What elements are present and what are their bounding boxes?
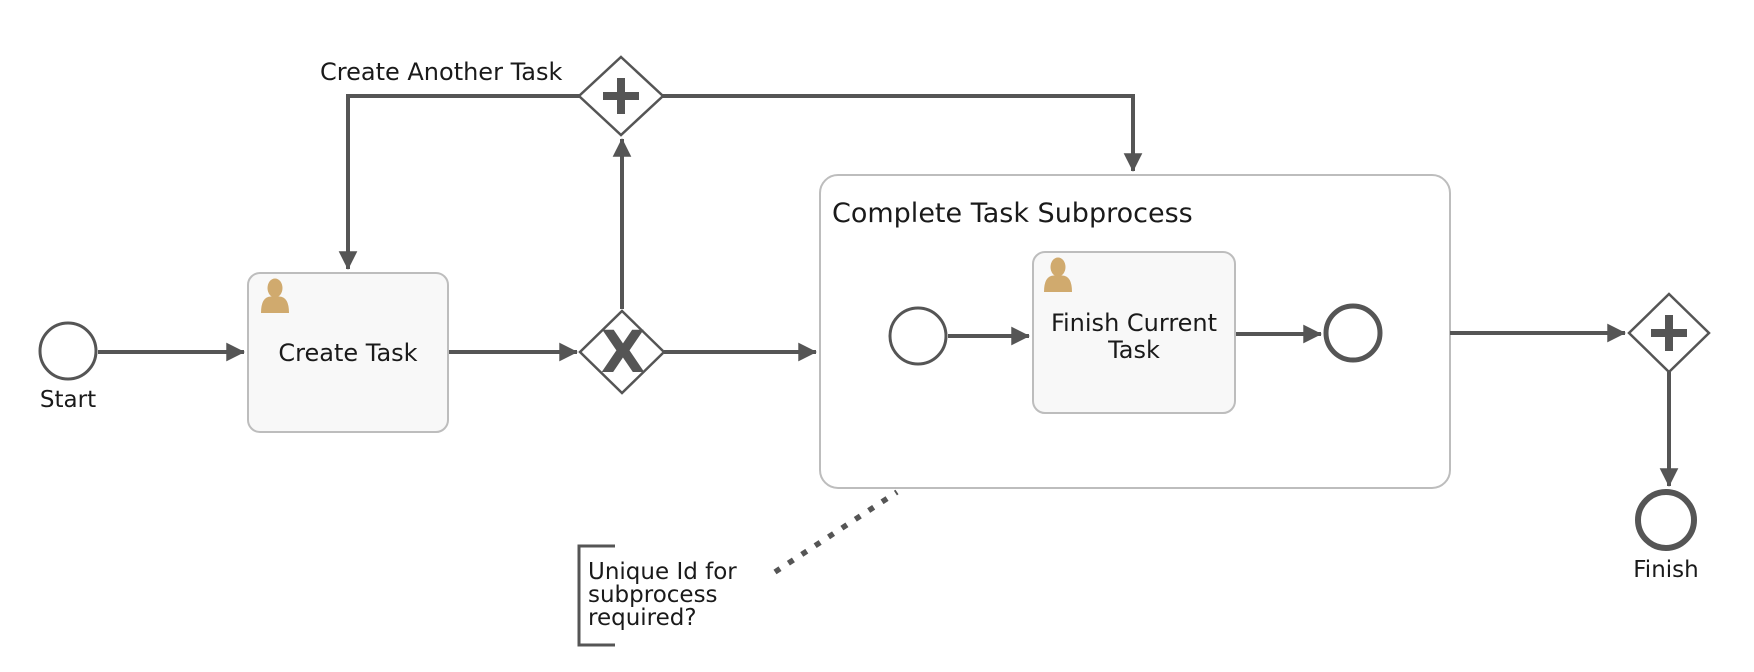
plus-icon (603, 78, 639, 114)
x-icon: X (601, 318, 646, 386)
loop-flow-label: Create Another Task (320, 58, 562, 86)
user-icon (261, 278, 289, 313)
finish-current-task-label-line2: Task (1107, 336, 1160, 364)
finish-current-task-label-line1: Finish Current (1051, 309, 1217, 337)
plus-icon (1651, 315, 1687, 351)
finish-current-task-shape (1032, 251, 1236, 414)
finish-event-shape (1635, 489, 1697, 551)
subprocess-end-event-shape (1323, 303, 1383, 363)
create-task-shape (247, 272, 449, 433)
subprocess-label: Complete Task Subprocess (832, 198, 1193, 229)
user-icon (1044, 257, 1072, 292)
annotation-line3: required? (588, 605, 697, 631)
exclusive-gateway-shape (578, 309, 666, 395)
start-event-label: Start (40, 387, 96, 413)
subprocess-start-event-shape (888, 306, 948, 366)
start-event-shape (38, 321, 98, 381)
annotation-line2: subprocess (588, 582, 718, 608)
annotation-bracket (577, 544, 615, 647)
create-task-label: Create Task (278, 339, 417, 367)
flow-parallel-gateway-top-to-subprocess (662, 94, 1143, 172)
flow-parallel-gateway-top-to-create-task (338, 94, 580, 270)
annotation-association (773, 489, 899, 575)
finish-event-label: Finish (1633, 557, 1698, 583)
annotation-line1: Unique Id for (588, 559, 737, 585)
